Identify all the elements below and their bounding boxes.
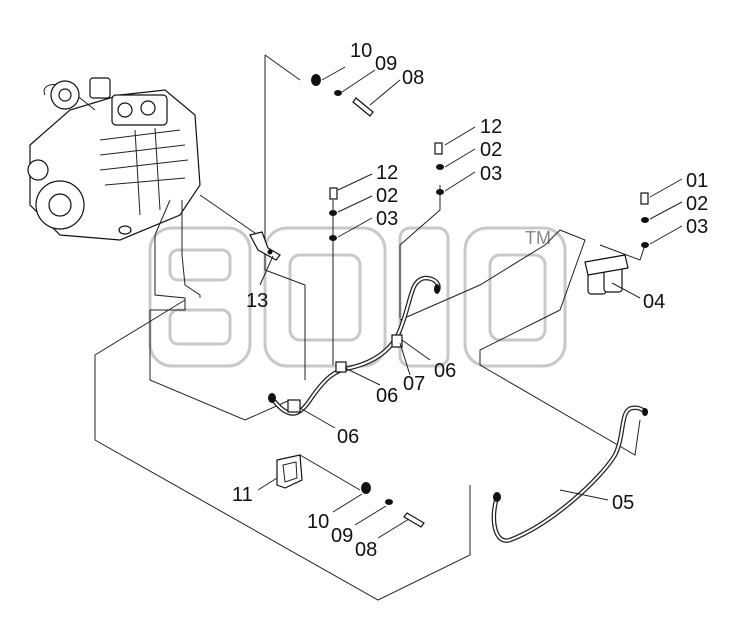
- callout-05: 05: [612, 492, 634, 514]
- callout-02-mid: 02: [376, 185, 398, 207]
- callout-04: 04: [643, 291, 665, 313]
- hose-06: [268, 275, 441, 416]
- callout-06-mid: 06: [376, 385, 398, 407]
- leader-lines: [257, 255, 609, 501]
- callout-03-mid: 03: [376, 208, 398, 230]
- fuel-filter-04: [584, 254, 629, 295]
- callout-10-bottom: 10: [307, 511, 329, 533]
- callout-06-left: 06: [337, 426, 359, 448]
- watermark: TM: [148, 226, 567, 368]
- callout-06-right: 06: [434, 360, 456, 382]
- callout-02-right: 02: [480, 139, 502, 161]
- bracket-11: [276, 454, 303, 489]
- callout-07: 07: [403, 373, 425, 395]
- callout-12-mid: 12: [376, 162, 398, 184]
- callout-09-bottom: 09: [331, 525, 353, 547]
- callout-labels: 10 09 08 12 02 03 12 02 03 01 02 03 04 1…: [232, 40, 708, 561]
- bracket-13: [249, 231, 281, 261]
- callout-02-filter: 02: [686, 193, 708, 215]
- engine-illustration: [27, 77, 201, 241]
- callout-03-right: 03: [480, 163, 502, 185]
- trademark-text: TM: [525, 228, 551, 248]
- callout-09-top: 09: [375, 53, 397, 75]
- bolt-stack-top: [311, 66, 401, 117]
- callout-08-bottom: 08: [355, 539, 377, 561]
- bolt-stack-mid: [329, 173, 373, 241]
- callout-10-top: 10: [350, 40, 372, 62]
- bolt-stack-filter: [611, 178, 683, 299]
- callout-08-top: 08: [402, 67, 424, 89]
- callout-03-filter: 03: [686, 216, 708, 238]
- bolt-stack-bottom: [332, 482, 425, 539]
- callout-01: 01: [686, 170, 708, 192]
- callout-12-right: 12: [480, 116, 502, 138]
- reference-lines: [94, 54, 646, 601]
- callout-13: 13: [246, 290, 268, 312]
- hose-05: [491, 405, 648, 543]
- bolt-stack-right: [434, 126, 476, 195]
- callout-11: 11: [232, 484, 253, 506]
